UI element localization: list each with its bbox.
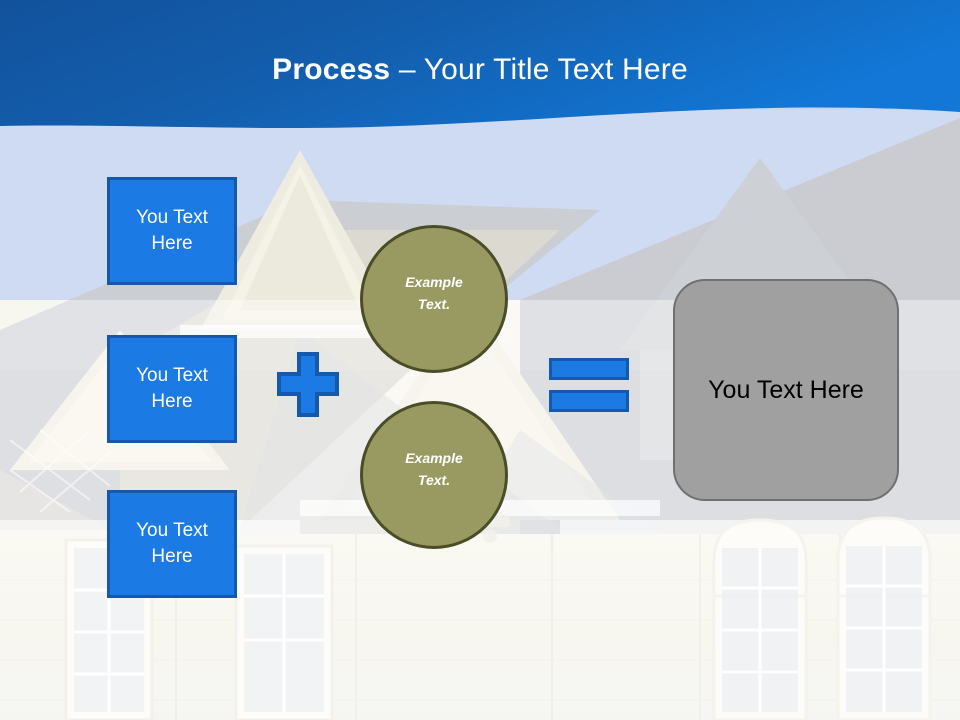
input-box-2[interactable]: You Text Here xyxy=(107,335,237,443)
equals-bar-bottom xyxy=(549,390,629,412)
example-circle-2-line2: Text. xyxy=(417,472,451,488)
example-circle-2[interactable]: Example Text. xyxy=(360,401,508,549)
input-box-1-label: You Text Here xyxy=(136,207,208,254)
slide-title-rest: – Your Title Text Here xyxy=(390,53,688,86)
example-circle-2-label: Example Text. xyxy=(405,447,463,492)
plus-sign-icon xyxy=(276,352,340,418)
input-box-1[interactable]: You Text Here xyxy=(107,177,237,285)
example-circle-1-line1: Example xyxy=(405,273,463,290)
slide-title-strong: Process xyxy=(272,53,391,86)
input-box-2-label: You Text Here xyxy=(136,365,208,412)
result-box[interactable]: You Text Here xyxy=(673,279,899,501)
equals-bar-top xyxy=(549,358,629,380)
example-circle-1[interactable]: Example Text. xyxy=(360,225,508,373)
slide-title: Process – Your Title Text Here xyxy=(0,53,960,87)
input-box-3[interactable]: You Text Here xyxy=(107,490,237,598)
example-circle-2-line1: Example xyxy=(405,449,463,466)
example-circle-1-label: Example Text. xyxy=(405,271,463,316)
input-box-3-label: You Text Here xyxy=(136,520,208,567)
result-box-label: You Text Here xyxy=(708,375,864,404)
equals-sign-icon xyxy=(549,358,629,412)
example-circle-1-line2: Text. xyxy=(417,296,451,312)
